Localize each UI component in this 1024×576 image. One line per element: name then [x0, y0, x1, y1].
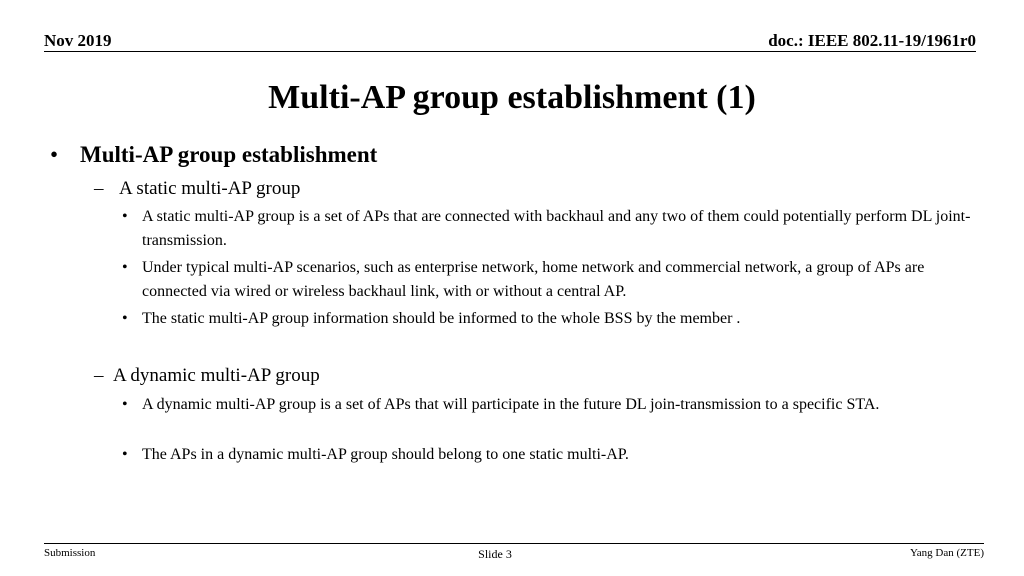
static-group-item-2: Under typical multi-AP scenarios, such a…	[142, 259, 925, 300]
level1-heading: Multi-AP group establishment	[80, 142, 378, 167]
bullet-icon: •	[122, 310, 128, 327]
header-doc-id: doc.: IEEE 802.11-19/1961r0	[768, 31, 976, 50]
footer-divider	[44, 543, 984, 544]
bullet-icon: •	[122, 259, 128, 276]
bullet-icon: •	[122, 396, 128, 413]
footer-author: Yang Dan (ZTE)	[909, 547, 984, 559]
bullet-icon: •	[50, 142, 59, 167]
header-divider	[44, 51, 976, 52]
header-date: Nov 2019	[44, 31, 112, 50]
dynamic-group-item-1: A dynamic multi-AP group is a set of APs…	[142, 396, 880, 413]
bullet-icon: •	[122, 208, 128, 225]
dynamic-group-item-2: The APs in a dynamic multi-AP group shou…	[142, 446, 629, 463]
static-group-item-3: The static multi-AP group information sh…	[142, 310, 741, 327]
static-group-heading: A static multi-AP group	[119, 178, 301, 199]
dynamic-group-heading: A dynamic multi-AP group	[113, 365, 320, 386]
footer-submission: Submission	[44, 547, 96, 559]
footer-slide-number: Slide 3	[478, 547, 512, 561]
bullet-icon: •	[122, 446, 128, 463]
slide-title: Multi-AP group establishment (1)	[268, 79, 756, 116]
dash-icon: –	[94, 178, 104, 199]
static-group-item-1: A static multi-AP group is a set of APs …	[142, 208, 971, 249]
dash-icon: –	[94, 365, 104, 386]
